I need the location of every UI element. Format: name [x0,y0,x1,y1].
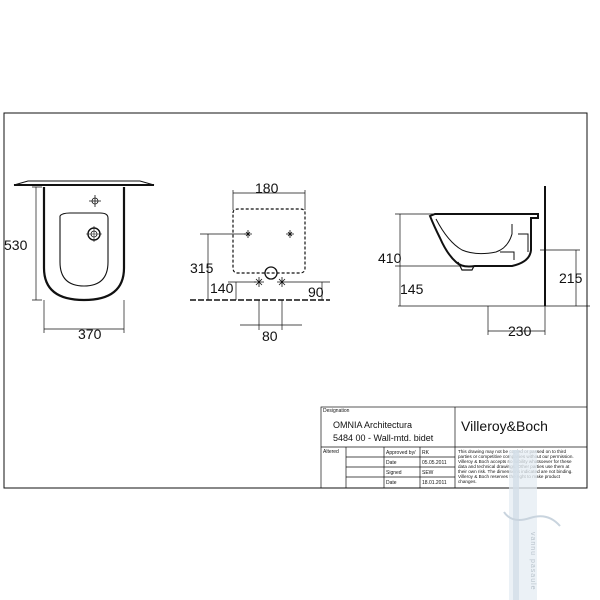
date-label-2: Date [386,480,397,486]
dim-line-370 [43,300,125,333]
dim-line-215 [540,249,580,306]
watermark: vannu pasaule [503,450,561,600]
altered-label: Altered [323,449,339,455]
front-view [13,180,155,333]
fixing-hole-right-icon [286,230,294,238]
bidet-profile [428,213,539,268]
dim-label-90: 90 [308,284,324,300]
dim-label-230: 230 [508,323,532,339]
title-block [320,406,588,489]
fixing-hole-left-icon [244,230,252,238]
approved-value: RK [422,450,430,456]
signed-value: SEW [422,470,434,476]
designation-label: Designation [323,408,350,414]
dim-line-410 [395,213,436,306]
approved-label: Approved by/ [386,450,416,456]
bowl-inner [59,212,109,287]
dim-line-80 [240,300,302,330]
product-code: 5484 00 - Wall-mtd. bidet [333,433,434,443]
bolt-right-icon [277,277,287,287]
dim-line-530 [32,186,42,301]
mounting-outline-dashed [232,208,306,274]
tap-hole-icon [89,195,101,207]
dim-label-80: 80 [262,328,278,344]
supply-pipe-icon [264,266,278,280]
bidet-bowl-interior [435,218,513,255]
dim-label-145: 145 [400,281,424,297]
dim-label-315: 315 [190,260,214,276]
dim-label-530: 530 [4,237,28,253]
watermark-text: vannu pasaule [529,532,536,591]
date-value-1: 05.05.2011 [422,460,447,466]
dim-label-370: 370 [78,326,102,342]
side-view [395,186,590,335]
date-label-1: Date [386,460,397,466]
notice-line: changes. [458,479,477,484]
dim-line-230 [487,306,546,335]
dim-line-140 [228,281,256,300]
product-name: OMNIA Architectura [333,420,412,430]
dim-line-90 [287,281,330,300]
date-value-2: 18.01.2011 [422,480,447,486]
signed-label: Signed [386,470,402,476]
bowl-outline [42,187,126,302]
dim-label-215: 215 [559,270,583,286]
drawing-frame [3,112,588,489]
bidet-trap [500,233,529,260]
dim-label-140: 140 [210,280,234,296]
bolt-left-icon [254,277,264,287]
brand-logo: Villeroy&Boch [461,418,548,434]
dim-label-180: 180 [255,180,279,196]
dim-line-180 [232,190,306,210]
dim-line-315 [200,233,246,300]
mounting-view [190,190,330,330]
dim-label-410: 410 [378,250,402,266]
